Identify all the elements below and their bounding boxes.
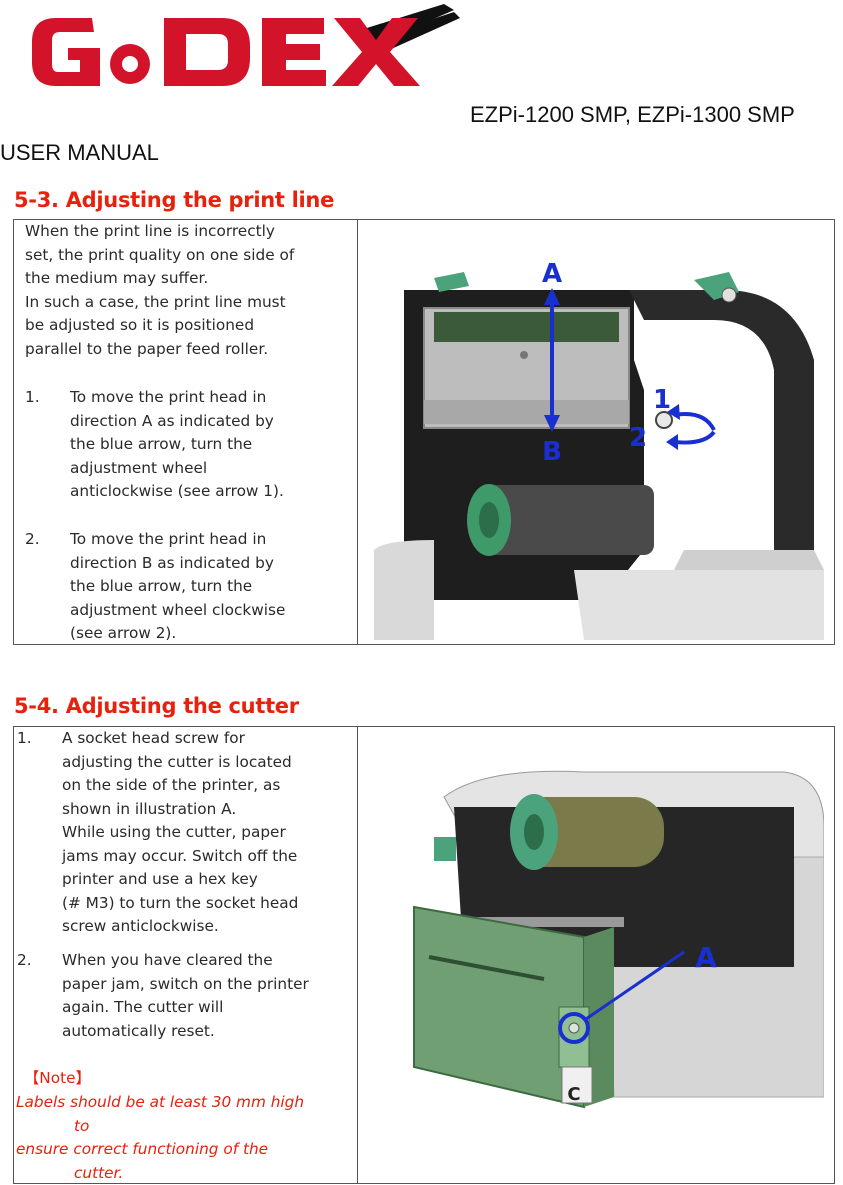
cutter-table: 1. A socket head screw for adjusting the… (13, 726, 835, 1184)
step-text: To move the print head in direction A as… (70, 386, 284, 504)
step-line: To move the print head in (70, 388, 267, 406)
step-line: adjustment wheel (70, 458, 208, 477)
step-line: (see arrow 2). (70, 624, 177, 642)
note-line: ensure correct functioning of the (16, 1140, 269, 1158)
intro-line: the medium may suffer. (25, 269, 209, 287)
step-line: screw anticlockwise. (62, 917, 219, 935)
note-text: Labels should be at least 30 mm high to … (16, 1091, 304, 1185)
label-arrow-1: 1 (653, 385, 671, 415)
note-heading: 【Note】 (24, 1069, 91, 1087)
section-title-cutter: 5-4. Adjusting the cutter (14, 694, 299, 718)
cutter-illustration: A C (413, 770, 824, 1109)
step-line: the blue arrow, turn the (70, 577, 253, 595)
note-line: Labels should be at least 30 mm high (16, 1093, 305, 1111)
godex-logo (32, 4, 460, 86)
step-line: While using the cutter, paper (62, 823, 286, 841)
intro-line: be adjusted so it is positioned (25, 316, 255, 334)
step-line: automatically reset. (62, 1021, 215, 1040)
intro-line: When the print line is incorrectly (25, 222, 275, 240)
section-title-print-line: 5-3. Adjusting the print line (14, 188, 335, 212)
step-line: again. The cutter will (62, 998, 224, 1016)
step-number: 2. (25, 530, 40, 548)
label-illustration-c: C (567, 1084, 580, 1105)
step-line: the blue arrow, turn the (70, 435, 253, 453)
document-type: USER MANUAL (0, 140, 159, 165)
print-head-illustration: A B 1 2 (374, 259, 824, 640)
label-direction-a: A (542, 259, 562, 289)
column-divider (357, 220, 358, 644)
step-line: on the side of the printer, as (62, 776, 281, 794)
step-line: A socket head screw for (62, 729, 245, 747)
step-line: To move the print head in (70, 530, 267, 548)
step-line: When you have cleared the (62, 951, 273, 969)
note-line: to (74, 1116, 90, 1135)
step-line: jams may occur. Switch off the (62, 846, 298, 865)
step-line: (# M3) to turn the socket head (62, 893, 299, 912)
intro-line: In such a case, the print line must (25, 292, 286, 311)
step-line: direction A as indicated by (70, 411, 274, 430)
intro-line: set, the print quality on one side of (25, 245, 295, 264)
label-arrow-2: 2 (629, 423, 647, 453)
step-number: 1. (25, 388, 40, 406)
label-direction-b: B (542, 437, 562, 467)
note-line: cutter. (74, 1163, 124, 1182)
step-number: 1. (17, 729, 32, 747)
step-text: A socket head screw for adjusting the cu… (62, 727, 298, 939)
step-line: paper jam, switch on the printer (62, 974, 309, 993)
step-text: When you have cleared the paper jam, swi… (62, 949, 309, 1043)
intro-line: parallel to the paper feed roller. (25, 339, 269, 358)
step-line: adjustment wheel clockwise (70, 600, 286, 619)
model-name: EZPi-1200 SMP, EZPi-1300 SMP (470, 102, 795, 127)
step-line: adjusting the cutter is located (62, 752, 292, 771)
step-number: 2. (17, 951, 32, 969)
step-line: printer and use a hex key (62, 870, 258, 888)
step-line: anticlockwise (see arrow 1). (70, 482, 284, 500)
label-illustration-a: A (695, 941, 717, 974)
column-divider (357, 727, 358, 1183)
step-line: direction B as indicated by (70, 553, 274, 572)
print-line-table: When the print line is incorrectly set, … (13, 219, 835, 645)
intro-text: When the print line is incorrectly set, … (25, 220, 294, 361)
step-text: To move the print head in direction B as… (70, 528, 285, 646)
step-line: shown in illustration A. (62, 799, 237, 818)
